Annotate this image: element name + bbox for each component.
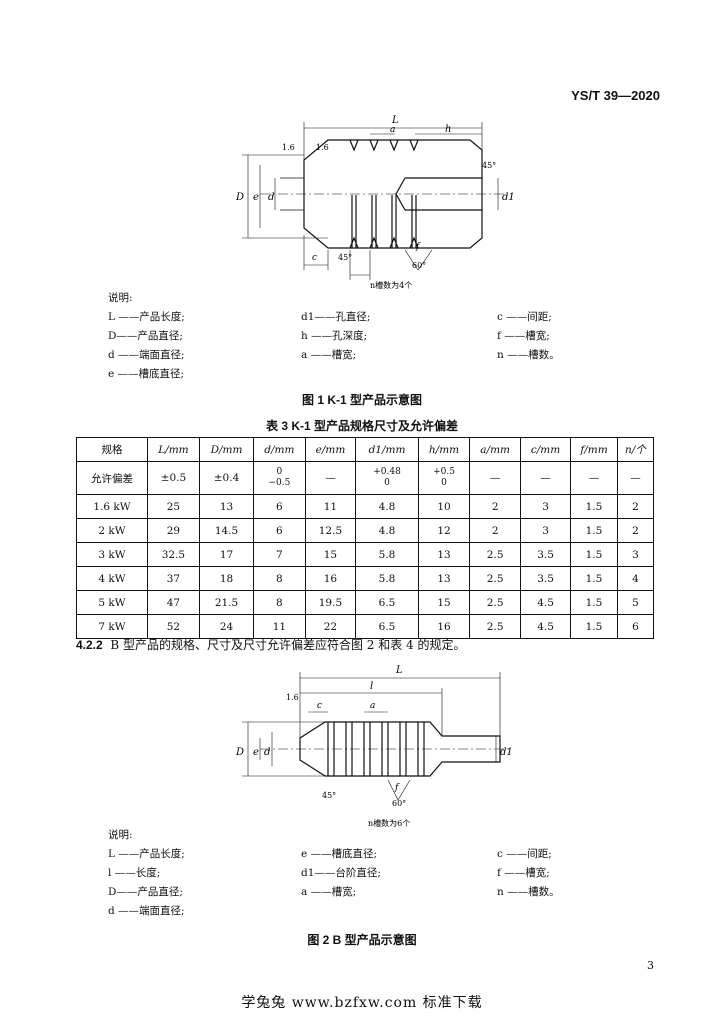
section-4-2-2: 4.2.2 B 型产品的规格、尺寸及尺寸允许偏差应符合图 2 和表 4 的规定。 (76, 636, 466, 653)
svg-text:h: h (445, 124, 451, 135)
svg-text:e: e (253, 192, 259, 203)
svg-text:1.6: 1.6 (282, 143, 295, 152)
standard-code: YS/T 39—2020 (571, 88, 660, 103)
figure2-diagram: L l c a D e d d1 f 1.6 45° 60° n槽数为6个 (235, 665, 513, 828)
svg-text:1.6: 1.6 (286, 693, 299, 702)
svg-text:n槽数为6个: n槽数为6个 (368, 818, 410, 828)
legend-row: e ——槽底直径; (108, 368, 185, 380)
legend-title: 说明: (108, 292, 133, 304)
figure2-caption: 图 2 B 型产品示意图 (307, 933, 417, 947)
figure1-diagram: L a h D e d d1 c f 1.6 1.6 45° 45° 60° n… (235, 115, 515, 290)
legend-title: 说明: (108, 829, 133, 841)
legend-row: D——产品直径;a ——槽宽;n ——槽数。 (108, 886, 560, 898)
svg-text:n槽数为4个: n槽数为4个 (370, 280, 412, 290)
svg-text:D: D (235, 192, 244, 203)
legend-row: D——产品直径;h ——孔深度;f ——槽宽; (108, 330, 550, 342)
legend-row: l ——长度;d1——台阶直径;f ——槽宽; (108, 867, 550, 879)
table3: 规格 L/mm D/mm d/mm e/mm d1/mm h/mm a/mm c… (76, 437, 655, 639)
svg-text:45°: 45° (338, 253, 352, 262)
svg-text:f: f (394, 783, 400, 793)
svg-text:1.6: 1.6 (316, 143, 329, 152)
page-number: 3 (647, 959, 654, 972)
legend-row: d ——端面直径; (108, 905, 185, 917)
watermark-footer: 学兔兔 www.bzfxw.com 标准下载 (241, 995, 483, 1011)
figure1-legend: 说明: L ——产品长度;d1——孔直径;c ——间距; D——产品直径;h —… (108, 289, 560, 384)
svg-text:45°: 45° (482, 161, 496, 170)
svg-text:f: f (415, 242, 421, 252)
svg-text:c: c (312, 253, 317, 263)
figure2-legend: 说明: L ——产品长度;e ——槽底直径;c ——间距; l ——长度;d1—… (108, 826, 560, 921)
svg-text:c: c (317, 701, 322, 711)
svg-text:d1: d1 (500, 747, 513, 758)
figure1-caption: 图 1 K-1 型产品示意图 (301, 393, 422, 407)
table-header-row: 规格 L/mm D/mm d/mm e/mm d1/mm h/mm a/mm c… (76, 437, 655, 462)
svg-text:L: L (395, 665, 403, 676)
legend-row: d ——端面直径;a ——槽宽;n ——槽数。 (108, 349, 560, 361)
table3-caption: 表 3 K-1 型产品规格尺寸及允许偏差 (265, 419, 458, 433)
section-number: 4.2.2 (76, 638, 103, 652)
legend-row: L ——产品长度;e ——槽底直径;c ——间距; (108, 848, 552, 860)
svg-text:l: l (370, 681, 373, 692)
svg-text:a: a (390, 125, 395, 135)
svg-text:a: a (370, 701, 375, 711)
svg-text:60°: 60° (392, 799, 406, 808)
svg-text:D: D (235, 747, 244, 758)
svg-text:d1: d1 (502, 192, 515, 203)
svg-text:45°: 45° (322, 791, 336, 800)
legend-row: L ——产品长度;d1——孔直径;c ——间距; (108, 311, 552, 323)
svg-text:d: d (268, 192, 274, 203)
svg-text:e: e (253, 747, 259, 758)
svg-text:60°: 60° (412, 261, 426, 270)
svg-text:L: L (391, 115, 399, 126)
section-text: B 型产品的规格、尺寸及尺寸允许偏差应符合图 2 和表 4 的规定。 (110, 638, 466, 652)
svg-text:d: d (264, 747, 270, 758)
